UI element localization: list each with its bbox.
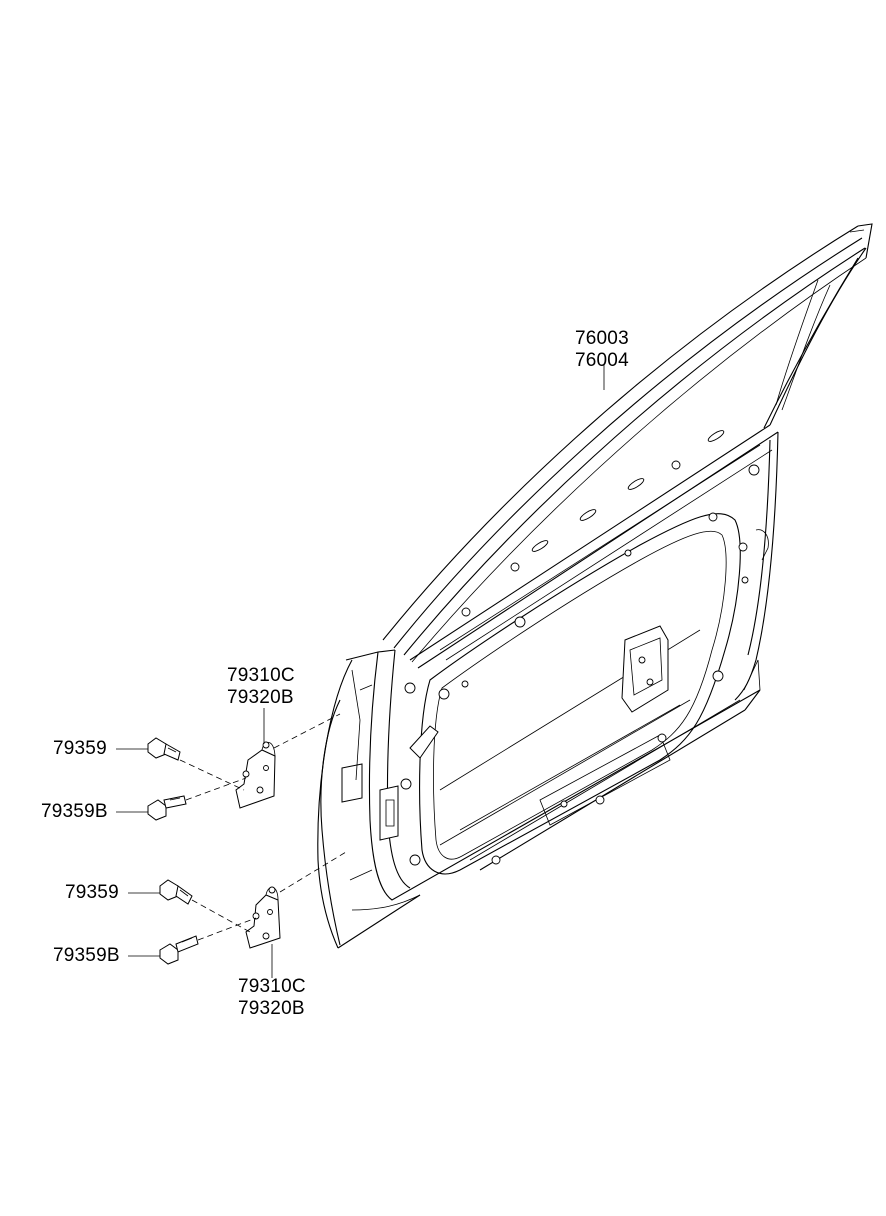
upper-bolt-79359b <box>147 795 187 821</box>
alignment-lines <box>179 713 347 941</box>
part-number-79310c-lower: 79310C <box>238 976 306 997</box>
lower-bolt-79359 <box>159 879 193 905</box>
lower-hinge-callout: 79310C 79320B <box>238 976 306 1020</box>
part-number-79310c-upper: 79310C <box>227 665 295 686</box>
leader-lines <box>116 364 605 978</box>
part-number-79359b-lower: 79359B <box>53 945 120 966</box>
door-panel <box>317 223 873 949</box>
part-number-79359-lower: 79359 <box>65 882 119 903</box>
upper-hinge <box>235 741 276 809</box>
part-number-79320b-lower: 79320B <box>238 998 305 1019</box>
part-number-79320b-upper: 79320B <box>227 687 294 708</box>
door-panel-callout: 76003 76004 <box>575 328 629 372</box>
part-number-79359-upper: 79359 <box>53 738 107 759</box>
part-number-76004: 76004 <box>575 350 629 371</box>
upper-hinge-callout: 79310C 79320B <box>227 665 295 709</box>
upper-bolt-79359 <box>147 737 181 761</box>
lower-bolt-79359b <box>159 935 199 965</box>
lower-hinge <box>245 886 281 949</box>
part-number-76003: 76003 <box>575 328 629 349</box>
part-number-79359b-upper: 79359B <box>41 801 108 822</box>
